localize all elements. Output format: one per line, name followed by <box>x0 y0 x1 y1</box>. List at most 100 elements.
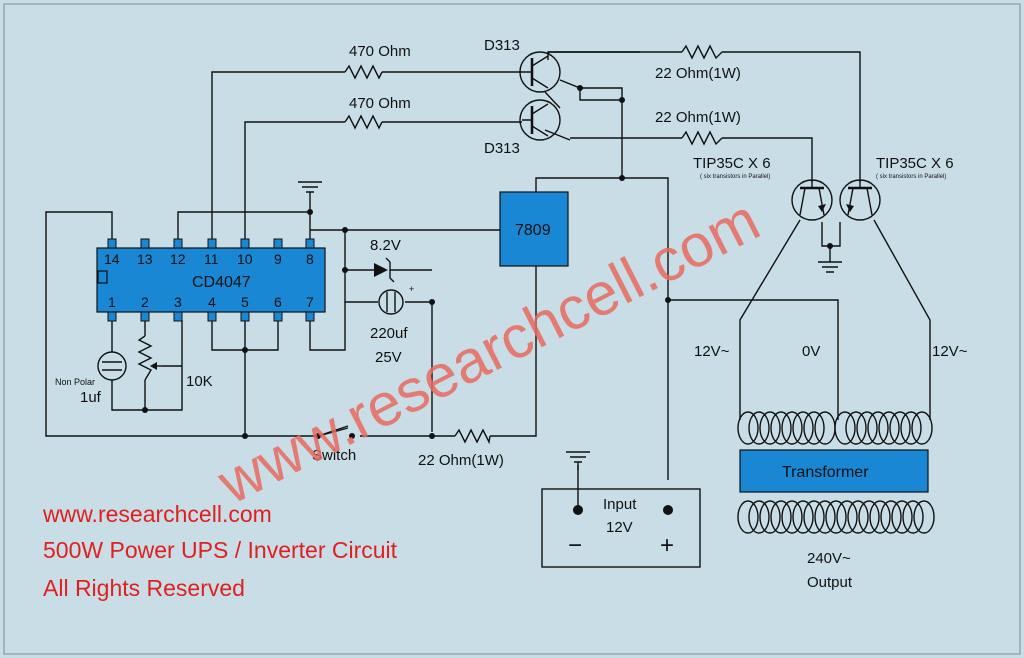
resistor-22-2 <box>681 130 723 146</box>
chip-pin-number: 13 <box>137 251 153 267</box>
chip-pin <box>207 238 217 249</box>
label-input-12v: 12V <box>606 519 633 536</box>
label-240v: 240V~ <box>807 550 851 567</box>
chip-pin-number: 7 <box>306 294 314 310</box>
transformer-winding-turn <box>770 500 792 534</box>
label-d313-2: D313 <box>484 140 520 157</box>
label-470-ohm-2: 470 Ohm <box>349 95 411 112</box>
chip-pin <box>173 311 183 322</box>
transformer-winding-turn <box>803 500 825 534</box>
transistor-d313-2 <box>519 99 561 141</box>
chip-label: CD4047 <box>192 274 251 291</box>
transformer-winding-turn <box>825 500 847 534</box>
transformer-winding-turn <box>889 411 911 445</box>
label-minus: − <box>568 532 582 559</box>
transformer-winding-turn <box>836 500 858 534</box>
label-cap-220uf: 220uf <box>370 325 408 342</box>
transformer-winding-turn <box>867 411 889 445</box>
transformer-winding-turn <box>737 500 759 534</box>
label-12v-left: 12V~ <box>694 343 730 360</box>
label-tip35c-2: TIP35C X 6 <box>876 155 954 172</box>
transformer-winding-turn <box>845 411 867 445</box>
chip-pin <box>107 311 117 322</box>
chip-pin-number: 6 <box>274 294 282 310</box>
chip-pin-number: 5 <box>241 294 249 310</box>
label-input: Input <box>603 496 637 513</box>
chip-pin-number: 3 <box>174 294 182 310</box>
transformer-winding-turn <box>878 411 900 445</box>
chip-pin <box>273 311 283 322</box>
chip-pin-number: 12 <box>170 251 186 267</box>
regulator-7809: 7809 <box>499 191 569 267</box>
resistor-22-3 <box>454 428 491 445</box>
label-d313-1: D313 <box>484 37 520 54</box>
label-plus: + <box>660 532 674 559</box>
transformer-label: Transformer <box>782 464 869 481</box>
zener-diode <box>374 263 388 277</box>
transistors <box>519 51 881 221</box>
resistor-22-1 <box>681 44 723 60</box>
label-zener-8v2: 8.2V <box>370 237 401 254</box>
chip-pin-number: 14 <box>104 251 120 267</box>
transformer-winding-turn <box>902 500 924 534</box>
label-0v: 0V <box>802 343 820 360</box>
chip-pin-number: 11 <box>204 251 219 267</box>
chip-pin <box>173 238 183 249</box>
capacitor-220uf <box>378 289 404 315</box>
label-10k: 10K <box>186 373 213 390</box>
chip-pin <box>140 311 150 322</box>
label-tip35c-1-note: ( six transistors in Parallel) <box>700 174 770 180</box>
chip-pin-number: 9 <box>274 251 282 267</box>
transformer-winding-turn <box>759 411 781 445</box>
label-1uf: 1uf <box>80 389 102 406</box>
transformer: Transformer <box>737 411 935 534</box>
transformer-winding-turn <box>803 411 825 445</box>
label-470-ohm-1: 470 Ohm <box>349 43 411 60</box>
transformer-winding-turn <box>880 500 902 534</box>
label-22-ohm-3: 22 Ohm(1W) <box>418 452 504 469</box>
wires <box>45 51 931 510</box>
transformer-winding-turn <box>781 411 803 445</box>
resistor-470-2 <box>344 114 383 130</box>
transformer-winding-turn <box>759 500 781 534</box>
potentiometer-10k <box>137 335 153 381</box>
transformer-winding-turn <box>737 411 759 445</box>
chip-pin <box>140 238 150 249</box>
regulator-label: 7809 <box>515 222 551 239</box>
chip-pin-number: 1 <box>108 294 116 310</box>
chip-pin <box>305 238 315 249</box>
transformer-winding-turn <box>814 500 836 534</box>
transformer-winding-turn <box>891 500 913 534</box>
chip-pin <box>273 238 283 249</box>
chip-pin <box>305 311 315 322</box>
label-switch: Switch <box>312 447 356 464</box>
chip-pin <box>107 238 117 249</box>
capacitor-1uf <box>97 351 127 381</box>
transformer-winding-turn <box>911 411 933 445</box>
chip-pin-number: 2 <box>141 294 149 310</box>
resistor-470-1 <box>344 64 383 80</box>
transformer-winding-turn <box>913 500 935 534</box>
label-tip35c-1: TIP35C X 6 <box>693 155 771 172</box>
switch-symbol <box>317 425 349 437</box>
input-box <box>541 488 701 568</box>
transformer-winding-turn <box>748 411 770 445</box>
transformer-winding-turn <box>869 500 891 534</box>
chip-pin-number: 4 <box>208 294 216 310</box>
chip-pin <box>207 311 217 322</box>
frame-border <box>3 3 1021 655</box>
label-cap-plus: + <box>409 284 414 294</box>
transformer-winding-turn <box>847 500 869 534</box>
transformer-winding-turn <box>834 411 856 445</box>
chip-pin <box>240 238 250 249</box>
label-output: Output <box>807 574 853 591</box>
resistors <box>137 44 723 445</box>
label-tip35c-2-note: ( six transistors in Parallel) <box>876 174 946 180</box>
transformer-winding-turn <box>900 411 922 445</box>
footer-rights: All Rights Reserved <box>43 575 245 601</box>
label-non-polar: Non Polar <box>55 377 95 387</box>
footer-website: www.researchcell.com <box>42 501 272 527</box>
